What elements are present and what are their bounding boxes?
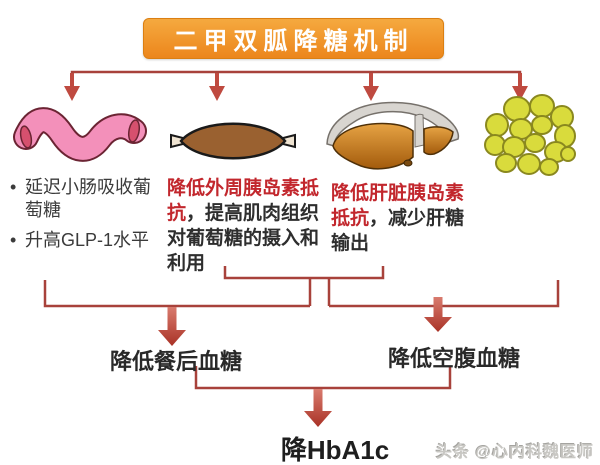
fasting-bracket bbox=[329, 280, 560, 332]
arrow-down-icon bbox=[424, 297, 452, 332]
muscle-mechanism-highlight: 降低外周胰岛素抵抗 bbox=[167, 178, 320, 224]
top-connector bbox=[64, 70, 528, 101]
intestine-effect-1: 延迟小肠吸收葡萄糖 bbox=[25, 177, 151, 220]
arrow-down-icon bbox=[64, 86, 80, 101]
title-banner: 二甲双胍降糖机制 bbox=[143, 18, 444, 59]
postprandial-bracket bbox=[43, 280, 310, 346]
arrow-down-icon bbox=[209, 86, 225, 101]
liver-mechanism-rest: ，减少肝糖输出 bbox=[331, 208, 465, 254]
page-title: 二甲双胍降糖机制 bbox=[173, 28, 414, 55]
list-item: 延迟小肠吸收葡萄糖 bbox=[8, 176, 158, 222]
liver-icon bbox=[326, 101, 460, 170]
muscle-mechanism-rest: ，提高肌肉组织对葡萄糖的摄入和利用 bbox=[167, 203, 320, 274]
watermark: 头条 @心内科魏医师 bbox=[435, 444, 594, 461]
arrow-down-icon bbox=[158, 307, 186, 346]
intestine-effect-2: 升高GLP-1水平 bbox=[25, 230, 150, 250]
muscle-icon bbox=[170, 122, 296, 160]
muscle-liver-join-bracket bbox=[223, 266, 385, 306]
outcome-postprandial-glucose: 降低餐后血糖 bbox=[109, 349, 242, 374]
liver-mechanism-highlight: 降低肝脏胰岛素抵抗 bbox=[331, 183, 465, 229]
outcome-fasting-glucose: 降低空腹血糖 bbox=[387, 346, 520, 371]
arrow-down-icon bbox=[512, 86, 528, 101]
list-item: 升高GLP-1水平 bbox=[8, 229, 158, 252]
arrow-down-icon bbox=[304, 389, 332, 427]
outcome-hba1c: 降HbA1c bbox=[280, 435, 390, 465]
hba1c-bracket bbox=[194, 366, 452, 427]
muscle-mechanism-text: 降低外周胰岛素抵抗，提高肌肉组织对葡萄糖的摄入和利用 bbox=[167, 176, 324, 276]
intestine-icon bbox=[13, 107, 147, 162]
intestine-effects-list: 延迟小肠吸收葡萄糖 升高GLP-1水平 bbox=[8, 176, 158, 259]
arrow-down-icon bbox=[363, 86, 379, 101]
liver-mechanism-text: 降低肝脏胰岛素抵抗，减少肝糖输出 bbox=[331, 181, 471, 256]
fat-cells-icon bbox=[484, 94, 576, 176]
